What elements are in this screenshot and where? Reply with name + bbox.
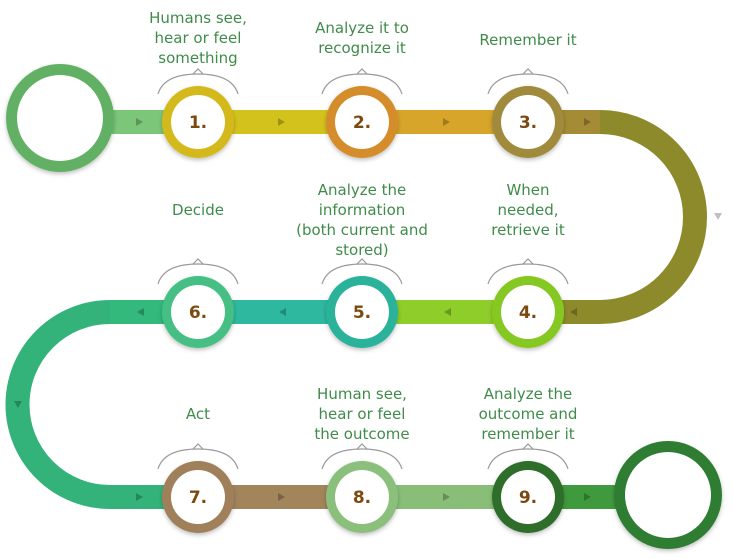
node-center bbox=[171, 285, 225, 339]
node-arc bbox=[157, 73, 239, 95]
step-label-9: Analyze the outcome and remember it bbox=[478, 385, 578, 443]
flow-arrow-icon bbox=[714, 213, 722, 220]
flow-arrow-icon bbox=[570, 308, 577, 316]
step-label-1: Humans see, hear or feel something bbox=[149, 9, 247, 67]
flow-arrow-icon bbox=[279, 308, 286, 316]
node-arc bbox=[321, 263, 403, 285]
endpoints bbox=[6, 64, 722, 549]
node-center bbox=[171, 95, 225, 149]
node-arc bbox=[321, 73, 403, 95]
step-label-2: Analyze it to recognize it bbox=[315, 19, 409, 57]
flow-arrow-icon bbox=[14, 401, 22, 408]
node-arc bbox=[157, 263, 239, 285]
step-node-2: 2. bbox=[321, 68, 403, 158]
node-center bbox=[501, 470, 555, 524]
node-center bbox=[335, 285, 389, 339]
track-curve-right bbox=[599, 110, 707, 324]
step-number: 1. bbox=[189, 113, 207, 133]
step-number: 4. bbox=[519, 303, 537, 323]
node-arc bbox=[487, 263, 569, 285]
node-arc-tip bbox=[356, 68, 368, 75]
flow-arrow-icon bbox=[584, 118, 591, 126]
step-label-3: Remember it bbox=[479, 31, 577, 49]
step-label-5: Analyze the information (both current an… bbox=[296, 181, 428, 259]
node-arc-tip bbox=[192, 258, 204, 265]
node-arc-tip bbox=[356, 443, 368, 450]
step-number: 2. bbox=[353, 113, 371, 133]
step-number: 3. bbox=[519, 113, 537, 133]
flow-arrow-icon bbox=[136, 118, 143, 126]
node-arc-tip bbox=[522, 258, 534, 265]
node-arc-tip bbox=[192, 68, 204, 75]
flow-arrow-icon bbox=[136, 493, 143, 501]
track-curve-left bbox=[5, 300, 111, 509]
step-node-1: 1. bbox=[157, 68, 239, 158]
flow-arrow-icon bbox=[137, 308, 144, 316]
step-number: 6. bbox=[189, 303, 207, 323]
start-circle-inner bbox=[17, 75, 103, 161]
step-label-7: Act bbox=[185, 405, 211, 423]
node-arc-tip bbox=[522, 68, 534, 75]
flow-arrow-icon bbox=[444, 308, 451, 316]
node-arc bbox=[157, 448, 239, 470]
node-center bbox=[501, 95, 555, 149]
step-nodes: 1. 2. 3. 4. 5. 6. 7. 8. 9. bbox=[157, 68, 569, 533]
node-arc bbox=[487, 73, 569, 95]
flow-arrow-icon bbox=[278, 493, 285, 501]
node-arc-tip bbox=[356, 258, 368, 265]
step-node-4: 4. bbox=[487, 258, 569, 348]
step-label-4: When needed, retrieve it bbox=[491, 181, 565, 239]
step-number: 9. bbox=[519, 488, 537, 508]
step-label-8: Human see, hear or feel the outcome bbox=[314, 385, 410, 443]
step-node-8: 8. bbox=[321, 443, 403, 533]
end-circle-inner bbox=[625, 452, 711, 538]
node-arc-tip bbox=[522, 443, 534, 450]
node-arc bbox=[487, 448, 569, 470]
step-node-9: 9. bbox=[487, 443, 569, 533]
node-center bbox=[171, 470, 225, 524]
flow-arrow-icon bbox=[584, 493, 591, 501]
flow-arrows bbox=[14, 118, 722, 501]
node-center bbox=[335, 95, 389, 149]
flow-arrow-icon bbox=[278, 118, 285, 126]
flow-arrow-icon bbox=[443, 118, 450, 126]
step-number: 8. bbox=[353, 488, 371, 508]
flow-arrow-icon bbox=[443, 493, 450, 501]
step-number: 7. bbox=[189, 488, 207, 508]
node-center bbox=[335, 470, 389, 524]
node-arc bbox=[321, 448, 403, 470]
step-label-6: Decide bbox=[172, 201, 224, 219]
step-node-3: 3. bbox=[487, 68, 569, 158]
step-number: 5. bbox=[353, 303, 371, 323]
node-arc-tip bbox=[192, 443, 204, 450]
step-node-7: 7. bbox=[157, 443, 239, 533]
step-node-6: 6. bbox=[157, 258, 239, 348]
node-center bbox=[501, 285, 555, 339]
step-node-5: 5. bbox=[321, 258, 403, 348]
